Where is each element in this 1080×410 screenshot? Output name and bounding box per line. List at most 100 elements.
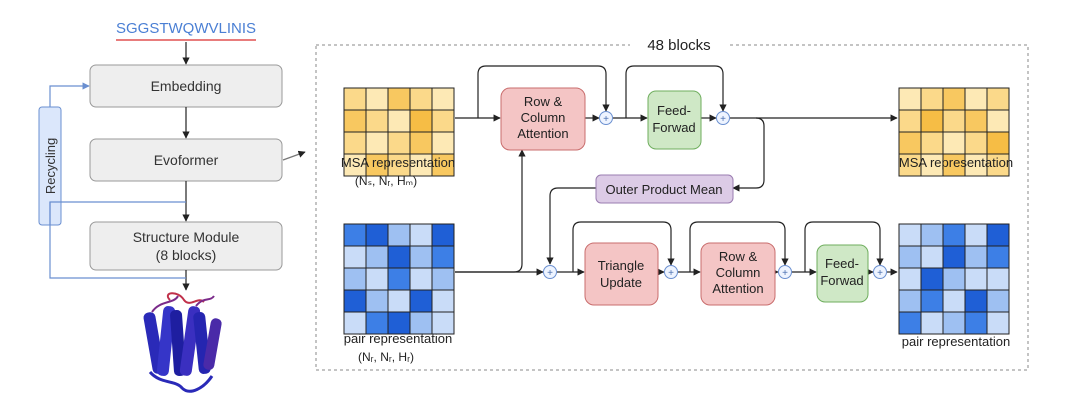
plus-node-msa-1: + — [599, 111, 613, 125]
pair-output-cell — [920, 311, 944, 335]
msa-input-cell — [431, 87, 455, 111]
msa-output-cell — [920, 87, 944, 111]
pair-output-cell — [898, 223, 922, 247]
arrow-evoformer-to-block — [282, 150, 306, 161]
msa-input-cell — [409, 109, 433, 133]
msa-output-cell — [986, 87, 1010, 111]
recycling-loop-from-structure — [49, 202, 186, 279]
pair-input-cell — [409, 267, 433, 291]
msa-output-cell — [898, 87, 922, 111]
embedding-label: Embedding — [151, 78, 222, 94]
msa-input-cell — [431, 131, 455, 155]
pair-output-cell — [898, 311, 922, 335]
msa-residual-1 — [477, 65, 610, 118]
msa-output-cell — [898, 131, 922, 155]
msa-grid-input — [343, 87, 455, 177]
msa-input-cell — [409, 87, 433, 111]
pair-output-cell — [942, 311, 966, 335]
row-column-attention-pair-box — [700, 242, 776, 306]
msa-output-cell — [986, 131, 1010, 155]
pair-output-cell — [898, 245, 922, 269]
msa-output-cell — [920, 109, 944, 133]
row-column-attention-msa-line3: Attention — [517, 126, 568, 141]
svg-text:+: + — [720, 114, 726, 125]
row-column-attention-msa-line1: Row & — [524, 94, 563, 109]
pair-grid-output — [898, 223, 1010, 335]
row-column-attention-msa-box — [500, 87, 586, 151]
svg-text:+: + — [547, 268, 553, 279]
msa-output-cell — [942, 131, 966, 155]
msa-input-cell — [343, 109, 367, 133]
msa-input-cell — [431, 153, 455, 177]
feed-forward-pair-line1: Feed- — [825, 256, 859, 271]
pair-output-cell — [964, 311, 988, 335]
msa-input-cell — [387, 131, 411, 155]
pair-output-cell — [964, 223, 988, 247]
pair-input-cell — [387, 245, 411, 269]
structure-module-label-line2: (8 blocks) — [156, 247, 217, 263]
msa-input-cell — [431, 109, 455, 133]
triangle-update-box — [584, 242, 659, 306]
plus-node-pair-2: + — [664, 265, 678, 279]
row-column-attention-msa-line2: Column — [521, 110, 566, 125]
pair-input-dims: (Nᵣ, Nᵣ, Hᵣ) — [358, 350, 414, 364]
msa-input-cell — [365, 131, 389, 155]
pair-output-cell — [942, 223, 966, 247]
msa-output-cell — [986, 109, 1010, 133]
msa-output-cell — [964, 131, 988, 155]
row-column-attention-pair-line3: Attention — [712, 281, 763, 296]
plus-node-pair-3: + — [778, 265, 792, 279]
pair-input-cell — [343, 289, 367, 313]
pair-output-cell — [942, 267, 966, 291]
pair-input-cell — [409, 245, 433, 269]
pair-input-cell — [431, 289, 455, 313]
row-column-attention-pair-line2: Column — [716, 265, 761, 280]
plus-node-pair-1: + — [543, 265, 557, 279]
msa-output-label: MSA representation — [899, 155, 1013, 170]
svg-text:+: + — [668, 268, 674, 279]
feed-forward-msa-box — [647, 90, 702, 150]
msa-residual-2 — [625, 65, 727, 118]
evoformer-label: Evoformer — [154, 152, 219, 168]
pair-output-cell — [898, 289, 922, 313]
pair-input-cell — [431, 223, 455, 247]
pair-grid-input — [343, 223, 455, 335]
pair-input-cell — [431, 245, 455, 269]
msa-input-cell — [343, 87, 367, 111]
msa-input-cell — [409, 131, 433, 155]
pair-input-cell — [365, 267, 389, 291]
pair-residual-3 — [804, 221, 884, 272]
outer-product-mean-label: Outer Product Mean — [605, 182, 722, 197]
pair-output-cell — [920, 267, 944, 291]
msa-input-cell — [365, 87, 389, 111]
recycling-loop-to-embedding — [49, 82, 90, 107]
pair-output-cell — [964, 289, 988, 313]
outer-product-to-pair — [546, 187, 596, 265]
pair-output-cell — [920, 289, 944, 313]
pair-input-cell — [409, 223, 433, 247]
recycling-label: Recycling — [43, 138, 58, 194]
feed-forward-msa-line1: Feed- — [657, 103, 691, 118]
pair-output-cell — [986, 245, 1010, 269]
msa-input-dims: (Nₛ, Nᵣ, Hₘ) — [355, 174, 417, 188]
pair-input-cell — [343, 245, 367, 269]
pair-input-label: pair representation — [344, 331, 452, 346]
pair-input-cell — [365, 245, 389, 269]
structure-module-label-line1: Structure Module — [133, 229, 240, 245]
svg-text:+: + — [603, 114, 609, 125]
msa-input-cell — [365, 109, 389, 133]
msa-input-cell — [343, 131, 367, 155]
pair-input-cell — [365, 223, 389, 247]
pair-to-msa-attention — [455, 149, 526, 273]
pair-residual-1 — [572, 221, 675, 272]
svg-text:+: + — [877, 268, 883, 279]
pair-input-cell — [343, 267, 367, 291]
feed-forward-pair-box — [816, 244, 869, 303]
pair-input-cell — [387, 289, 411, 313]
plus-node-msa-2: + — [716, 111, 730, 125]
msa-output-cell — [920, 131, 944, 155]
pair-output-label: pair representation — [902, 334, 1010, 349]
pair-input-cell — [343, 223, 367, 247]
triangle-update-line1: Triangle — [598, 258, 644, 273]
protein-structure-image — [143, 292, 222, 393]
